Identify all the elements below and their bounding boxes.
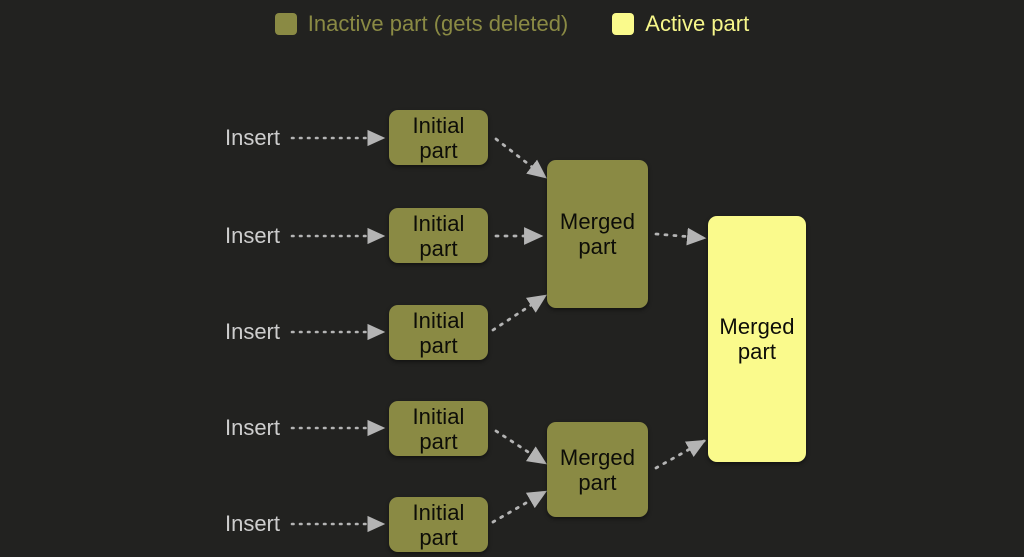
edge-merged-2-to-final <box>654 439 707 470</box>
edge-merged-1-to-final <box>654 227 707 246</box>
edge-initial-3-to-merged-1 <box>491 294 548 332</box>
insert-label-2: Insert <box>224 223 280 248</box>
edge-initial-1-to-merged-1 <box>494 137 547 179</box>
legend-item-inactive: Inactive part (gets deleted) <box>274 11 569 36</box>
edge-initial-5-to-merged-2 <box>491 490 548 524</box>
legend-label-inactive: Inactive part (gets deleted) <box>307 11 569 36</box>
insert-label-5: Insert <box>224 511 280 536</box>
legend-label-active: Active part <box>645 11 750 36</box>
insert-label-4: Insert <box>224 415 280 440</box>
legend: Inactive part (gets deleted) Active part <box>0 0 1024 48</box>
legend-swatch-active-icon <box>612 13 635 35</box>
edge-initial-4-to-merged-2 <box>494 429 548 465</box>
legend-swatch-inactive-icon <box>274 13 297 35</box>
insert-label-1: Insert <box>224 125 280 150</box>
legend-item-active: Active part <box>612 13 749 35</box>
insert-label-3: Insert <box>224 319 280 344</box>
